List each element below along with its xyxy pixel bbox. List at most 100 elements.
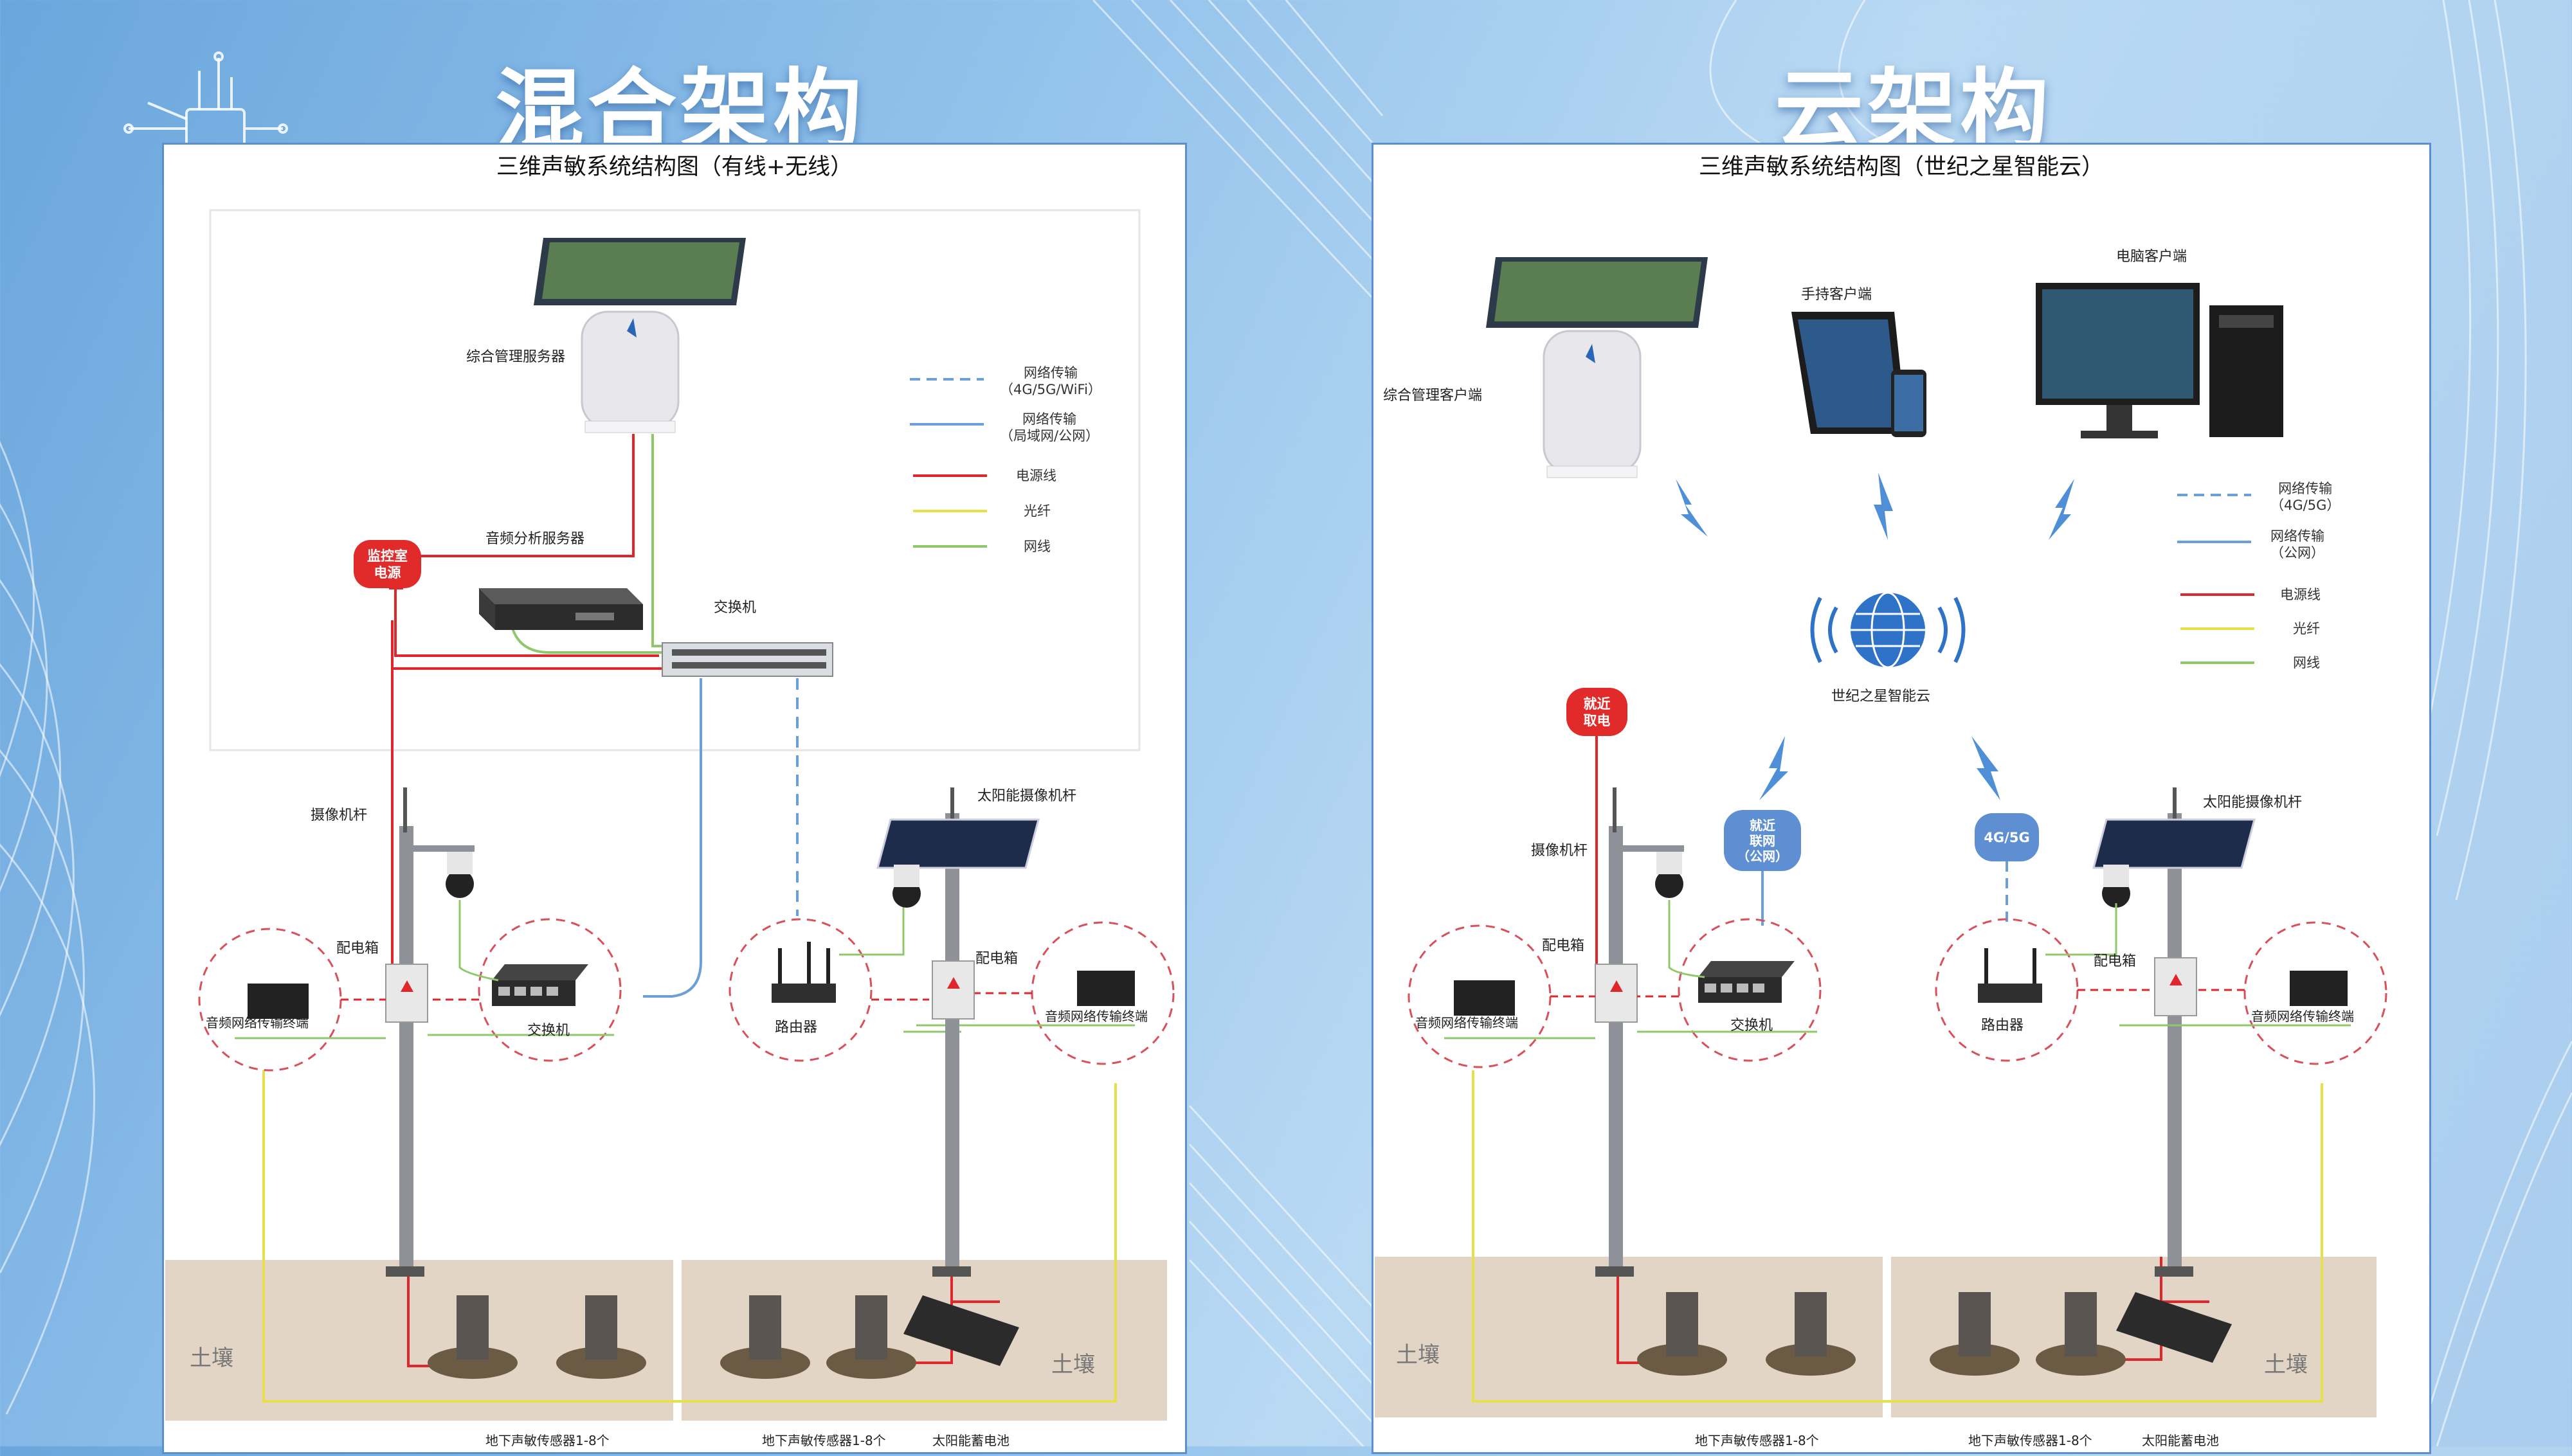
solar-battery-icon [903, 1295, 1019, 1366]
monitor-power-badge [354, 540, 421, 588]
soil-label-1-right: 土壤 [1396, 1342, 1440, 1368]
dist-box-1-label-right: 配电箱 [1542, 938, 1585, 954]
cloud-diagram [1375, 257, 2387, 1417]
nearby-power-line2: 取电 [1583, 712, 1611, 728]
legend-power: 电源线 [1016, 468, 1056, 483]
solar-pole-label: 太阳能摄像机杆 [977, 788, 1077, 804]
nearby-power-line1: 就近 [1583, 696, 1611, 712]
solar-battery-icon-right [2116, 1292, 2232, 1363]
panel-title-right: 三维声敏系统结构图（世纪之星智能云） [1698, 154, 2104, 180]
soil-label-2-right: 土壤 [2264, 1352, 2308, 1378]
audio-terminal-2-label-right: 音频网络传输终端 [2251, 1009, 2354, 1024]
router-icon-right [1978, 948, 2042, 1003]
legend-cable-right: 网线 [2293, 655, 2320, 670]
legend-lines-right [2177, 494, 2254, 664]
nearby-power-badge-text: 就近 取电 [1566, 688, 1627, 736]
cloud-label: 世纪之星智能云 [1831, 688, 1931, 705]
legend-wireless-right-l1: 网络传输 [2278, 481, 2333, 496]
legend-wireless: 网络传输 （4G/5G/WiFi） [1000, 364, 1101, 398]
audio-server-label: 音频分析服务器 [485, 531, 585, 547]
hybrid-diagram [165, 209, 1175, 1421]
legend-wired-l2: （局域网/公网） [1000, 428, 1100, 444]
kiosk-client-icon [1486, 257, 1708, 478]
nearby-net-line1: 就近 [1750, 817, 1775, 833]
nearby-net-badge-text: 就近 联网 （公网） [1724, 810, 1801, 871]
solar-pole-label-right: 太阳能摄像机杆 [2203, 795, 2303, 811]
dist-box-2 [932, 960, 975, 1020]
solar-pole [876, 787, 1040, 1277]
legend-wired-right: 网络传输 （公网） [2270, 528, 2324, 561]
monitor-power-line2: 电源 [374, 564, 401, 580]
audio-terminal-device-1 [248, 984, 309, 1019]
panel-title: 三维声敏系统结构图（有线+无线） [496, 154, 853, 180]
hybrid-architecture-panel: 三维声敏系统结构图（有线+无线） [162, 143, 1187, 1454]
audio-server-icon [479, 588, 643, 630]
router-label: 路由器 [775, 1020, 818, 1036]
audio-terminal-device-2 [1077, 971, 1135, 1006]
battery-label-right: 太阳能蓄电池 [2142, 1433, 2219, 1448]
sensor-label-2-right: 地下声敏传感器1-8个 [1968, 1433, 2092, 1448]
audio-terminal-1-label-right: 音频网络传输终端 [1415, 1015, 1518, 1030]
nearby-net-badge [1724, 810, 1801, 871]
camera-pole-label: 摄像机杆 [311, 807, 368, 823]
dist-box-2-label: 配电箱 [975, 951, 1019, 967]
4g-badge-text: 4G/5G [1984, 829, 2030, 845]
cloud-architecture-panel: 三维声敏系统结构图（世纪之星智能云） [1372, 143, 2431, 1454]
wired-net-to-switch [643, 678, 702, 998]
server-label: 综合管理服务器 [466, 349, 566, 365]
dist-box-1-label: 配电箱 [336, 940, 379, 957]
legend-lines [910, 378, 987, 548]
camera-pole-1 [386, 787, 475, 1277]
dist-box-1 [385, 964, 428, 1023]
audio-terminal-2-label: 音频网络传输终端 [1045, 1009, 1148, 1024]
field-switch-label: 交换机 [527, 1023, 570, 1039]
switch-circle [478, 918, 622, 1062]
monitor-power-badge-text: 监控室 电源 [354, 540, 421, 588]
nearby-net-line3: （公网） [1737, 848, 1788, 864]
legend-fiber: 光纤 [1024, 503, 1051, 519]
dist-box-2-label-right: 配电箱 [2094, 953, 2137, 969]
core-switch-icon [662, 642, 833, 677]
router-icon [772, 942, 836, 1003]
legend-cable: 网线 [1024, 539, 1051, 554]
legend-wireless-right: 网络传输 （4G/5G） [2270, 480, 2340, 514]
dist-box-2-right [2154, 957, 2197, 1016]
pc-label: 电脑客户端 [2116, 249, 2187, 265]
battery-label: 太阳能蓄电池 [932, 1433, 1010, 1448]
handheld-label: 手持客户端 [1801, 287, 1872, 303]
sensor-label-1-right: 地下声敏传感器1-8个 [1695, 1433, 1819, 1448]
nearby-power-badge [1566, 688, 1627, 736]
router-label-right: 路由器 [1981, 1018, 2024, 1034]
field-switch-label-right: 交换机 [1730, 1018, 1773, 1034]
monitor-power-line1: 监控室 [367, 548, 408, 564]
field-switch-icon-right [1698, 961, 1795, 1003]
audio-terminal-1-label: 音频网络传输终端 [206, 1015, 309, 1030]
control-room-frame [209, 209, 1141, 751]
underground-sensors-2 [720, 1295, 916, 1379]
kiosk-server-icon [534, 238, 746, 433]
cable-server-switch [651, 434, 666, 647]
soil-label-1: 土壤 [190, 1345, 233, 1371]
pc-client-icon [2036, 283, 2283, 438]
legend-wired-right-l1: 网络传输 [2270, 528, 2324, 544]
legend-fiber-right: 光纤 [2293, 621, 2320, 636]
sensor-label-1: 地下声敏传感器1-8个 [485, 1433, 610, 1448]
solar-pole-right [2092, 787, 2256, 1277]
legend-power-right: 电源线 [2280, 587, 2321, 602]
client-label: 综合管理客户端 [1383, 388, 1483, 404]
router-circle [729, 918, 873, 1062]
nearby-net-line2: 联网 [1750, 832, 1775, 849]
cloud-globe-icon [1810, 591, 1966, 669]
underground-sensors-1 [428, 1295, 646, 1379]
legend-wired-right-l2: （公网） [2270, 545, 2324, 561]
core-switch-label: 交换机 [714, 600, 757, 616]
dist-box-1-right [1595, 964, 1638, 1023]
camera-pole-1-right [1595, 787, 1684, 1277]
soil-label-2: 土壤 [1051, 1352, 1095, 1378]
legend-wired-l1: 网络传输 [1022, 411, 1077, 427]
sensor-label-2: 地下声敏传感器1-8个 [762, 1433, 886, 1448]
legend-wireless-right-l2: （4G/5G） [2270, 498, 2341, 513]
legend-wireless-l2: （4G/5G/WiFi） [1000, 382, 1101, 397]
camera-pole-label-right: 摄像机杆 [1531, 843, 1588, 859]
